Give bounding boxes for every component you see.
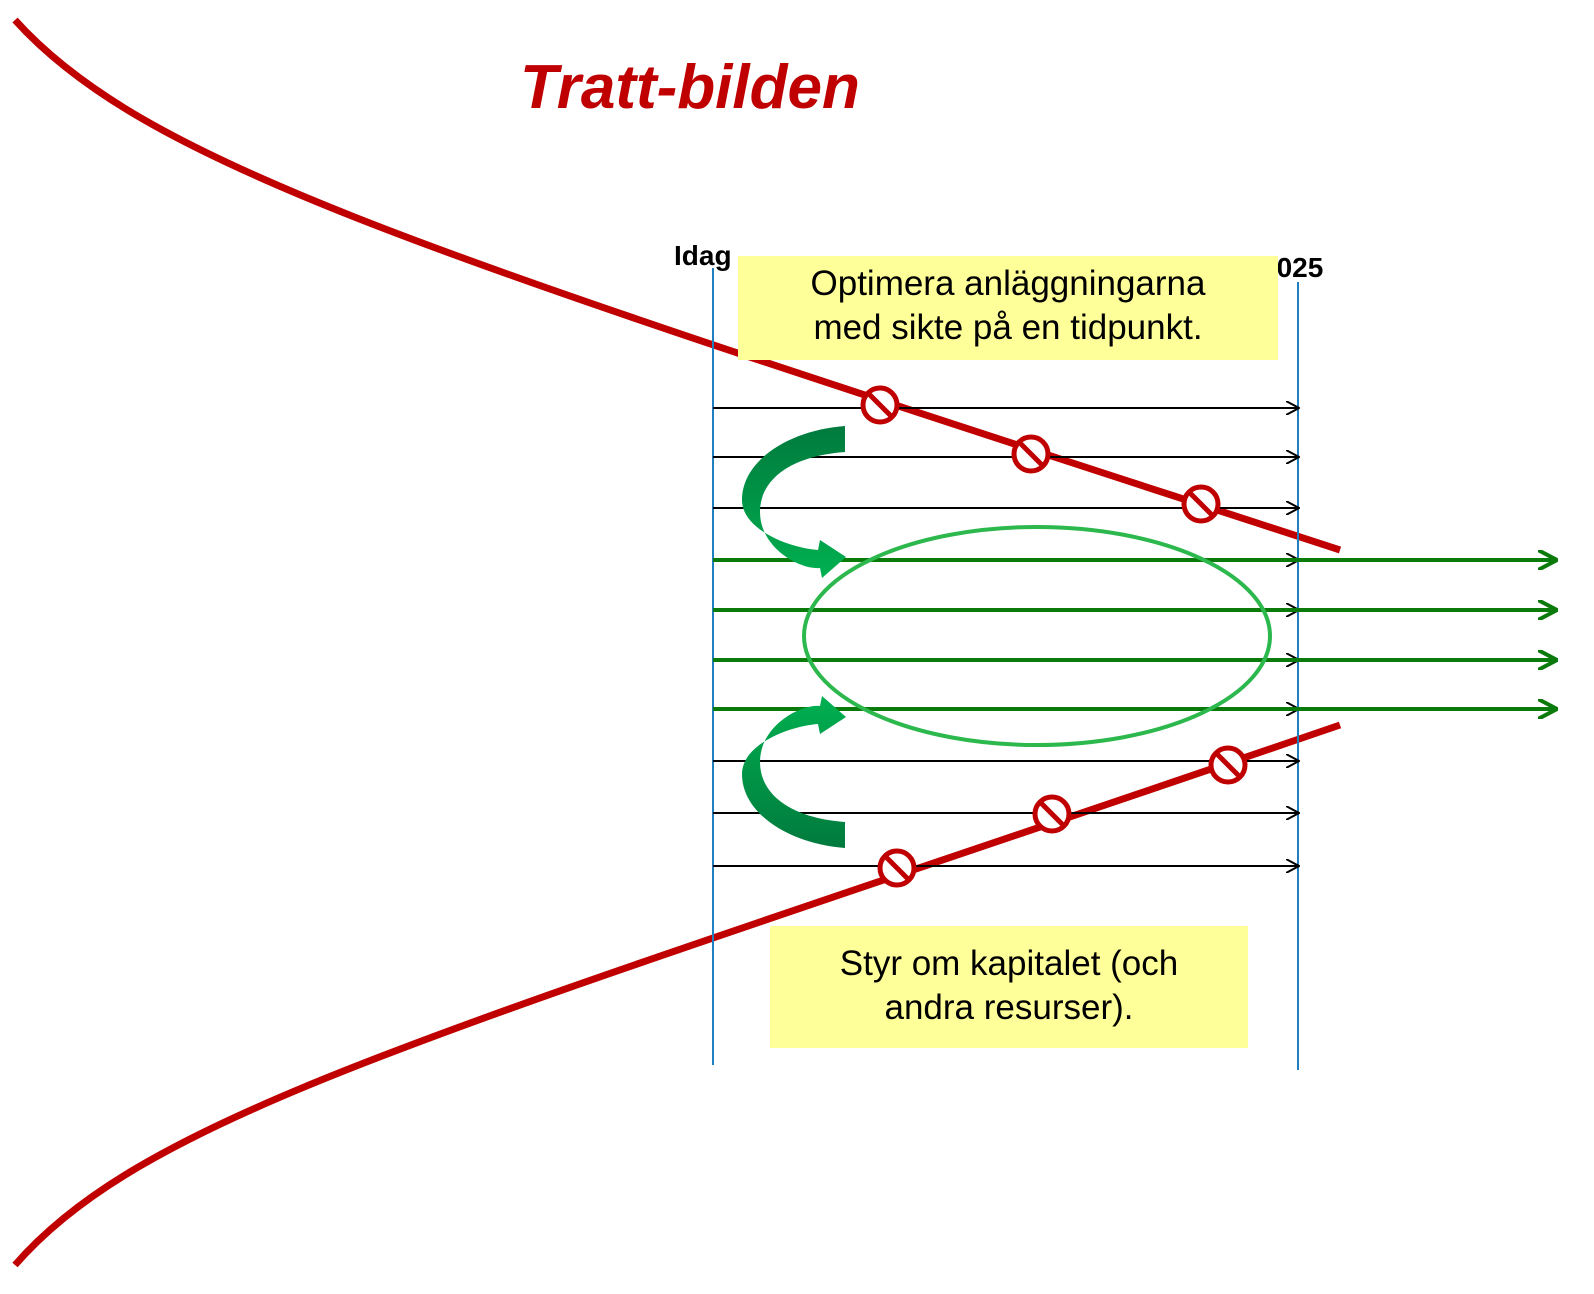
funnel-upper-curve [12, 17, 1342, 554]
prohibited-icon [1208, 745, 1248, 785]
note-line: Styr om kapitalet (och [839, 944, 1179, 983]
prohibited-icon [1181, 484, 1221, 524]
start-label: Idag [674, 240, 732, 271]
note-line: med sikte på en tidpunkt. [813, 308, 1203, 347]
optimize-note: Optimera anläggningarna med sikte på en … [738, 256, 1278, 360]
target-ellipse [802, 525, 1272, 747]
diagram-title: Tratt-bilden [520, 53, 860, 122]
note-line: Optimera anläggningarna [810, 264, 1206, 303]
prohibited-icon [1032, 794, 1072, 834]
redirect-note: Styr om kapitalet (och andra resurser). [770, 926, 1248, 1048]
prohibited-icon [1011, 434, 1051, 474]
prohibited-icon [860, 385, 900, 425]
prohibited-icon [877, 848, 917, 888]
curved-arrow-icon [742, 696, 846, 848]
curved-arrow-icon [742, 426, 846, 578]
note-line: andra resurser). [884, 988, 1134, 1027]
funnel-lower-curve [12, 721, 1342, 1268]
